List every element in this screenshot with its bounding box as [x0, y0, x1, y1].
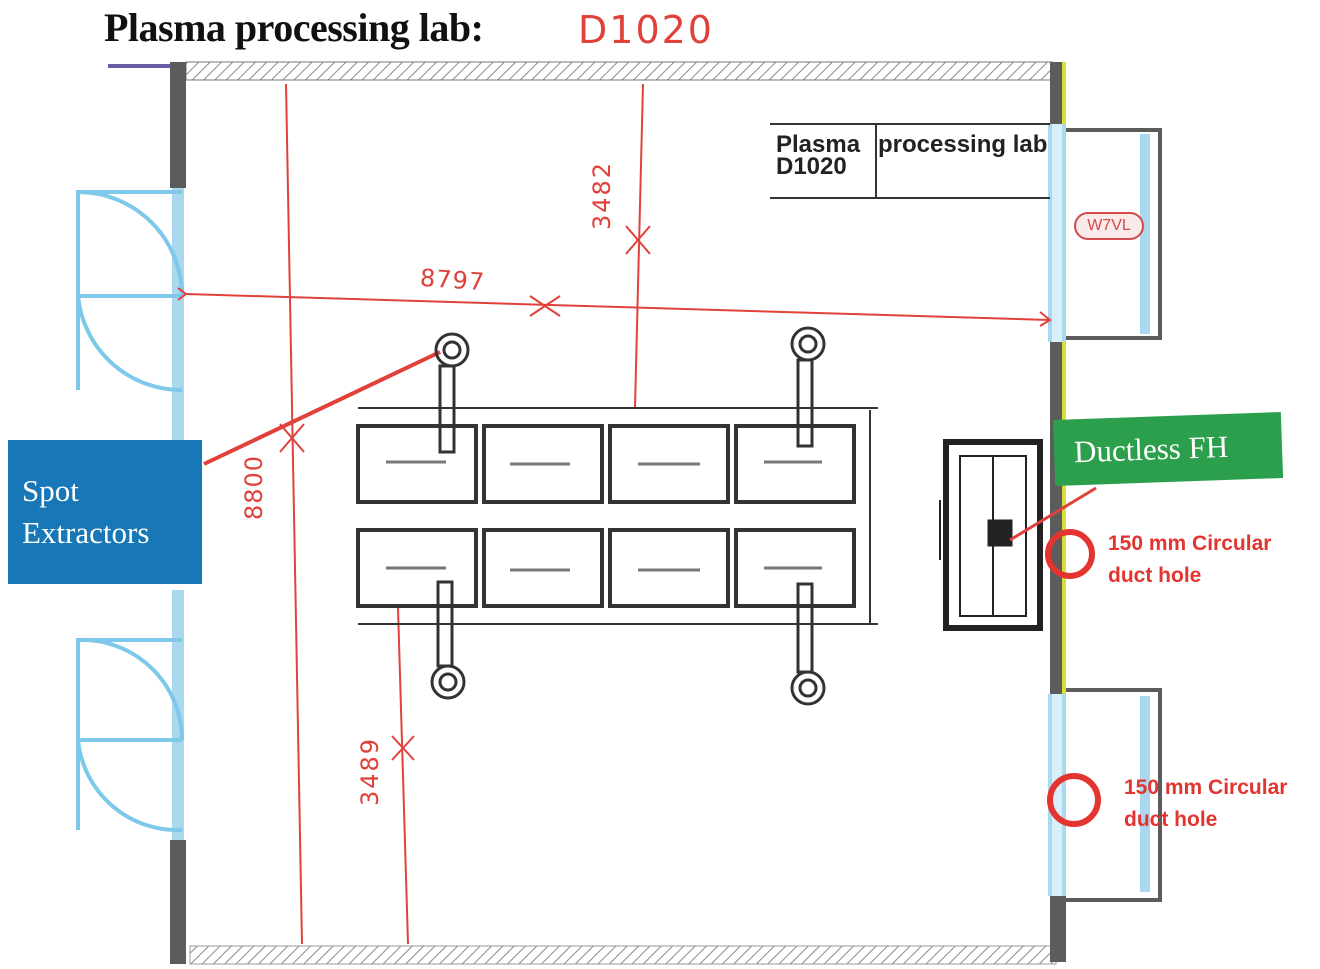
room-table-subtitle: processing lab	[878, 131, 1048, 158]
dimension-width: 8797	[419, 263, 486, 297]
ductless-fh-pointer	[1009, 486, 1097, 542]
duct-hole-note-2-line1: 150 mm Circular	[1124, 776, 1288, 799]
duct-hole-note-1: 150 mm Circular duct hole	[1108, 528, 1271, 592]
duct-hole-note-2-line2: duct hole	[1124, 808, 1218, 831]
duct-hole-note-1-line2: duct hole	[1108, 564, 1202, 587]
ductless-fh-label: Ductless FH	[1052, 412, 1284, 486]
spot-extractors-line2: Extractors	[22, 515, 150, 550]
spot-extractor-pointer	[203, 350, 441, 466]
page-title: Plasma processing lab:	[104, 5, 484, 50]
duct-hole-circle-2	[1047, 773, 1101, 827]
spot-extractors-line1: Spot	[22, 473, 79, 508]
bottom-wall	[189, 945, 1057, 965]
ductless-fume-hood	[939, 439, 1043, 631]
ductless-fh-text: Ductless FH	[1073, 428, 1229, 470]
dimension-lines	[177, 83, 1052, 945]
room-table-code: D1020	[776, 153, 847, 180]
duct-hole-note-2: 150 mm Circular duct hole	[1124, 772, 1287, 836]
duct-hole-note-1-line1: 150 mm Circular	[1108, 532, 1272, 555]
duct-hole-circle-1	[1045, 529, 1095, 579]
spot-extractors-label: Spot Extractors	[8, 440, 202, 584]
lab-benches	[356, 407, 878, 625]
dimension-top-gap: 3482	[588, 160, 616, 230]
right-windows	[1048, 124, 1162, 902]
dimension-bottom-gap: 3489	[356, 736, 384, 806]
dimension-left-length: 8800	[240, 454, 268, 520]
w7vl-tag: W7VL	[1074, 212, 1144, 240]
room-table-name: Plasma	[776, 131, 861, 158]
spot-extractor-arms	[430, 326, 826, 706]
top-wall	[185, 61, 1053, 81]
bench-inner-marks	[386, 460, 822, 572]
left-doors	[76, 190, 184, 833]
room-label-table	[770, 123, 1050, 199]
room-code-handwritten: D1020	[578, 8, 714, 52]
